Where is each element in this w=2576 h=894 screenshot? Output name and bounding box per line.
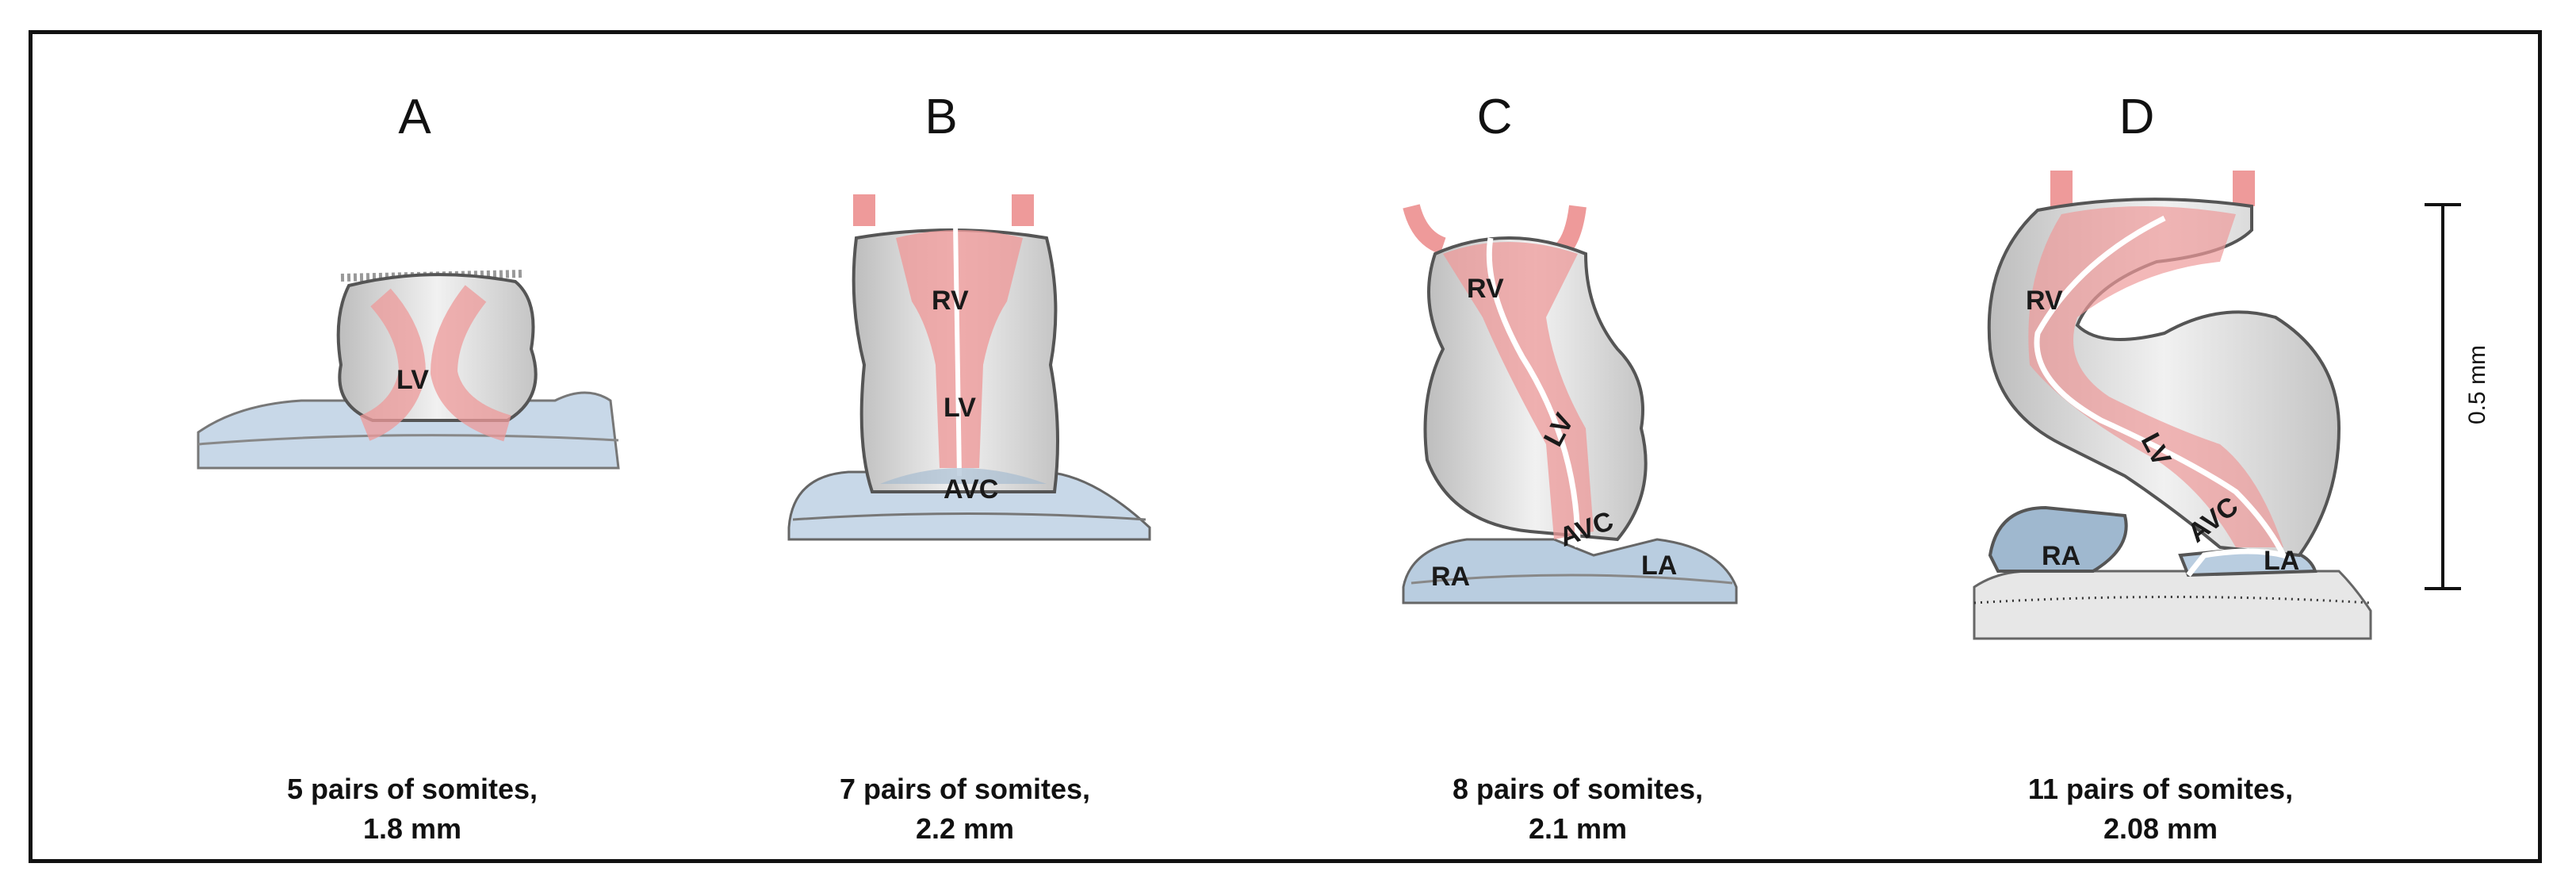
caption-d: 11 pairs of somites, 2.08 mm [1962, 769, 2359, 849]
panel-letter-d: D [2119, 90, 2155, 144]
heart-drawing-c: RV LV AVC RA LA [1402, 204, 1738, 604]
caption-a-line2: 1.8 mm [362, 812, 462, 845]
caption-c-line1: 8 pairs of somites, [1452, 773, 1704, 805]
label-lv-a: LV [396, 365, 429, 395]
heart-drawing-d: RV LV AVC RA LA [1973, 171, 2372, 640]
scale-bar-label: 0.5 mm [2464, 344, 2490, 424]
caption-b-line1: 7 pairs of somites, [839, 773, 1091, 805]
panel-letter-b: B [924, 90, 958, 144]
panel-letter-a: A [398, 90, 431, 144]
label-rv-b: RV [932, 286, 969, 316]
label-rv-c: RV [1467, 274, 1504, 304]
label-avc-b: AVC [944, 474, 998, 505]
heart-drawing-a: LV [197, 270, 620, 470]
label-la-d: LA [2264, 546, 2299, 576]
label-rv-d: RV [2026, 286, 2063, 316]
scale-bar [2425, 203, 2461, 590]
caption-c-line2: 2.1 mm [1528, 812, 1628, 845]
caption-d-line1: 11 pairs of somites, [2027, 773, 2294, 805]
caption-b: 7 pairs of somites, 2.2 mm [767, 769, 1163, 849]
caption-b-line2: 2.2 mm [915, 812, 1015, 845]
label-ra-d: RA [2042, 541, 2080, 571]
heart-drawing-b: RV LV AVC [787, 194, 1151, 541]
label-la-c: LA [1641, 551, 1677, 581]
caption-c: 8 pairs of somites, 2.1 mm [1380, 769, 1776, 849]
panel-letter-c: C [1476, 90, 1513, 144]
label-lv-b: LV [944, 393, 976, 423]
caption-a-line1: 5 pairs of somites, [286, 773, 538, 805]
caption-a: 5 pairs of somites, 1.8 mm [214, 769, 611, 849]
caption-d-line2: 2.08 mm [2103, 812, 2218, 845]
label-ra-c: RA [1431, 562, 1470, 592]
